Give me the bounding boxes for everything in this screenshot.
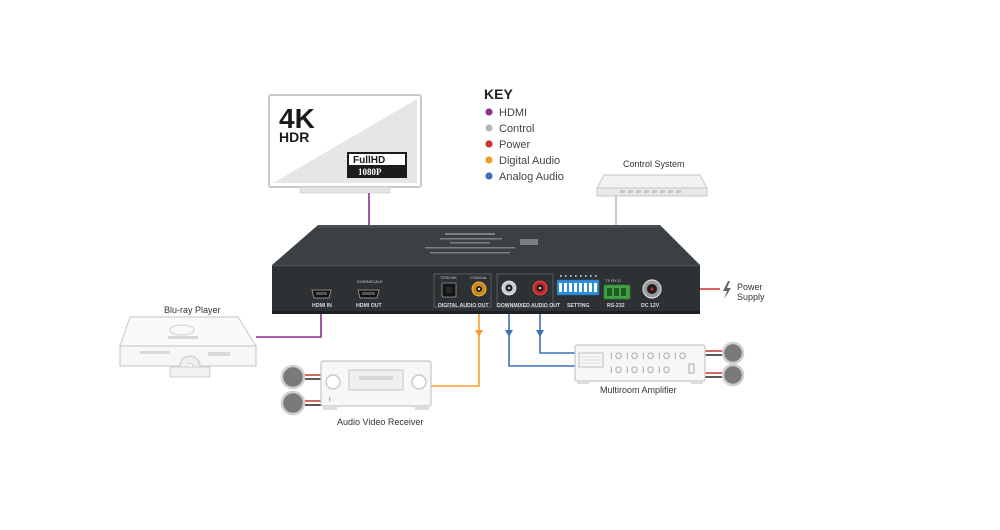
rs232-label: RS-232: [607, 303, 625, 309]
bluray-player: Blu-ray Player: [119, 305, 258, 378]
receiver-knob-left: [325, 374, 341, 390]
tv-hdr-badge: HDR: [279, 129, 309, 145]
bluray-label: Blu-ray Player: [164, 305, 221, 315]
amplifier-speaker-top: [721, 341, 745, 365]
receiver-speaker-top: [280, 364, 306, 390]
key-dot-power: [485, 140, 493, 148]
svg-text:I O: I O: [610, 351, 622, 361]
key-label-digital-audio: Digital Audio: [499, 155, 560, 167]
svg-text:I O: I O: [626, 351, 638, 361]
amplifier-speaker-bottom: [721, 363, 745, 387]
tv-fullhd-badge: FullHD: [353, 155, 385, 166]
lightning-icon: [723, 281, 731, 299]
key-dot-hdmi: [485, 108, 493, 116]
key-label-hdmi: HDMI: [499, 107, 527, 119]
digital-audio-out-label: DIGITAL AUDIO OUT: [438, 303, 489, 309]
key-dot-digital-audio: [485, 156, 493, 164]
cable-analog-audio-left: [508, 295, 575, 367]
tv-1080p-badge: 1080P: [358, 167, 382, 177]
svg-text:I O: I O: [658, 365, 670, 375]
receiver-label: Audio Video Receiver: [337, 417, 423, 427]
control-system-label: Control System: [623, 159, 685, 169]
receiver-knob-right: [411, 374, 427, 390]
svg-text:I O: I O: [626, 365, 638, 375]
arrow-analog-audio-left: [505, 330, 513, 337]
coaxial-label: COAXIAL: [470, 275, 488, 280]
key-label-analog-audio: Analog Audio: [499, 171, 564, 183]
rs232-terminal: TX RX G RS-232: [603, 278, 631, 309]
key-label-power: Power: [499, 139, 531, 151]
svg-text:I O: I O: [658, 351, 670, 361]
downscale-label: DOWNSCALE: [357, 279, 383, 284]
setting-label: SETTING: [567, 303, 589, 309]
digital-audio-out-group: TOSLINK COAXIAL DIGITAL AUDIO OUT: [433, 273, 492, 309]
cable-analog-audio-right: [539, 295, 575, 354]
key-label-control: Control: [499, 123, 534, 135]
main-converter-device: HDMI IN DOWNSCALE HDMI OUT TOSLINK COAXI…: [272, 225, 700, 314]
key-dot-control: [485, 124, 493, 132]
rs232-pins-label: TX RX G: [605, 278, 621, 283]
svg-text:I O: I O: [642, 365, 654, 375]
svg-text:I O: I O: [642, 351, 654, 361]
speaker-wires-receiver: [302, 374, 321, 406]
cable-digital-audio: [431, 294, 480, 387]
downmixed-audio-out-group: DOWNMIXED AUDIO OUT: [496, 273, 561, 309]
amplifier-label: Multiroom Amplifier: [600, 385, 677, 395]
power-supply: Power Supply: [723, 281, 765, 302]
speaker-wires-amp: [705, 350, 724, 378]
tv-4k-badge: 4K: [279, 103, 315, 134]
multiroom-amplifier: I O I O I O I O I O I O I O I O I O Multiroo…: [574, 344, 706, 395]
tv-display: 4K HDR FullHD 1080P: [268, 94, 422, 194]
control-system-device: Control System: [596, 159, 708, 197]
svg-text:I O: I O: [674, 351, 686, 361]
svg-text:I O: I O: [610, 365, 622, 375]
hdmi-out-port: DOWNSCALE HDMI OUT: [356, 279, 383, 309]
arrow-analog-audio-right: [536, 330, 544, 337]
key-title: KEY: [484, 86, 513, 102]
audio-video-receiver: ⱡ Audio Video Receiver: [320, 360, 432, 427]
toslink-label: TOSLINK: [440, 275, 457, 280]
receiver-speaker-bottom: [280, 390, 306, 416]
dc12v-jack: DC 12V: [641, 279, 662, 309]
hdmi-in-label: HDMI IN: [312, 303, 332, 309]
hdmi-in-port: HDMI IN: [311, 289, 332, 309]
setting-dip-switch: SETTING: [556, 275, 600, 309]
downmixed-audio-out-label: DOWNMIXED AUDIO OUT: [497, 303, 561, 309]
power-supply-label-1: Power: [737, 282, 763, 292]
power-supply-label-2: Supply: [737, 292, 765, 302]
receiver-headphone-icon: ⱡ: [329, 397, 331, 404]
key-legend: KEY HDMI Control Power Digital Audio Ana…: [484, 86, 564, 183]
arrow-digital-audio: [475, 330, 483, 337]
dc12v-label: DC 12V: [641, 303, 660, 309]
hdmi-out-label: HDMI OUT: [356, 303, 382, 309]
key-dot-analog-audio: [485, 172, 493, 180]
